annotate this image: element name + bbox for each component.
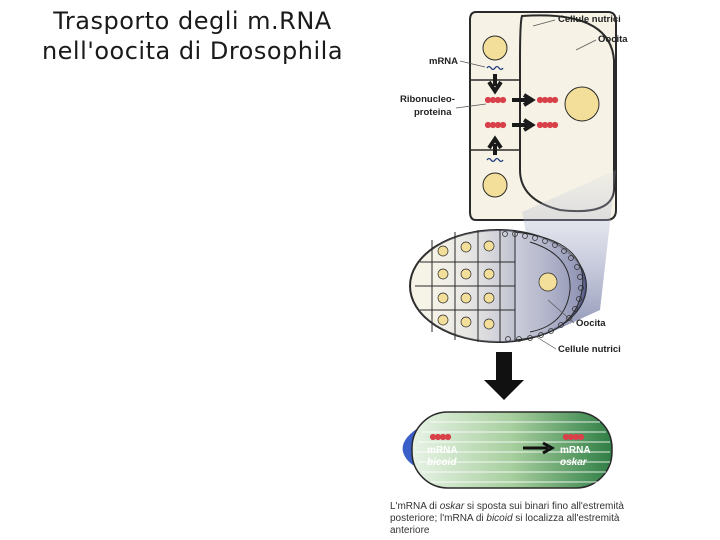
nucleus-bottom [482, 172, 508, 198]
arrow-up-bottom [487, 135, 503, 155]
arrow-right-lower [512, 118, 536, 132]
top-panel [469, 11, 617, 221]
egg-chamber [409, 229, 587, 343]
label-oocita-mid: Oocita [576, 318, 606, 329]
label-mrna: mRNA [429, 56, 458, 67]
label-ribonucleo-2: proteina [414, 107, 452, 118]
embryo-label-oskar: oskar [560, 457, 588, 468]
slide-title: Trasporto degli m.RNA nell'oocita di Dro… [0, 6, 385, 66]
embryo-label-mrna-left: mRNA [427, 445, 458, 456]
title-line-2: nell'oocita di Drosophila [41, 37, 344, 65]
label-ribonucleo-1: Ribonucleo- [400, 94, 455, 105]
arrow-right-upper [512, 93, 536, 107]
label-oocita-top: Oocita [598, 34, 628, 45]
nucleus-top [482, 35, 508, 61]
mrna-wave-top [486, 65, 504, 71]
label-cellule-nutrici-mid: Cellule nutrici [558, 344, 621, 355]
caption-line-1: L'mRNA di oskar si sposta sui binari fin… [390, 501, 624, 512]
mrna-wave-bottom [486, 157, 504, 163]
arrow-down-top [487, 74, 503, 95]
embryo-label-mrna-right: mRNA [560, 445, 591, 456]
embryo: mRNA bicoid mRNA oskar [402, 411, 613, 489]
big-down-arrow [484, 352, 524, 400]
embryo-label-bicoid: bicoid [427, 457, 457, 468]
caption-line-2: posteriore; l'mRNA di bicoid si localizz… [390, 513, 620, 524]
oocyte-nucleus [564, 86, 600, 122]
title-line-1: Trasporto degli m.RNA [53, 7, 332, 35]
caption-line-3: anteriore [390, 525, 430, 536]
label-cellule-nutrici-top: Cellule nutrici [558, 14, 621, 25]
arrow-oskar-transport [523, 441, 556, 455]
